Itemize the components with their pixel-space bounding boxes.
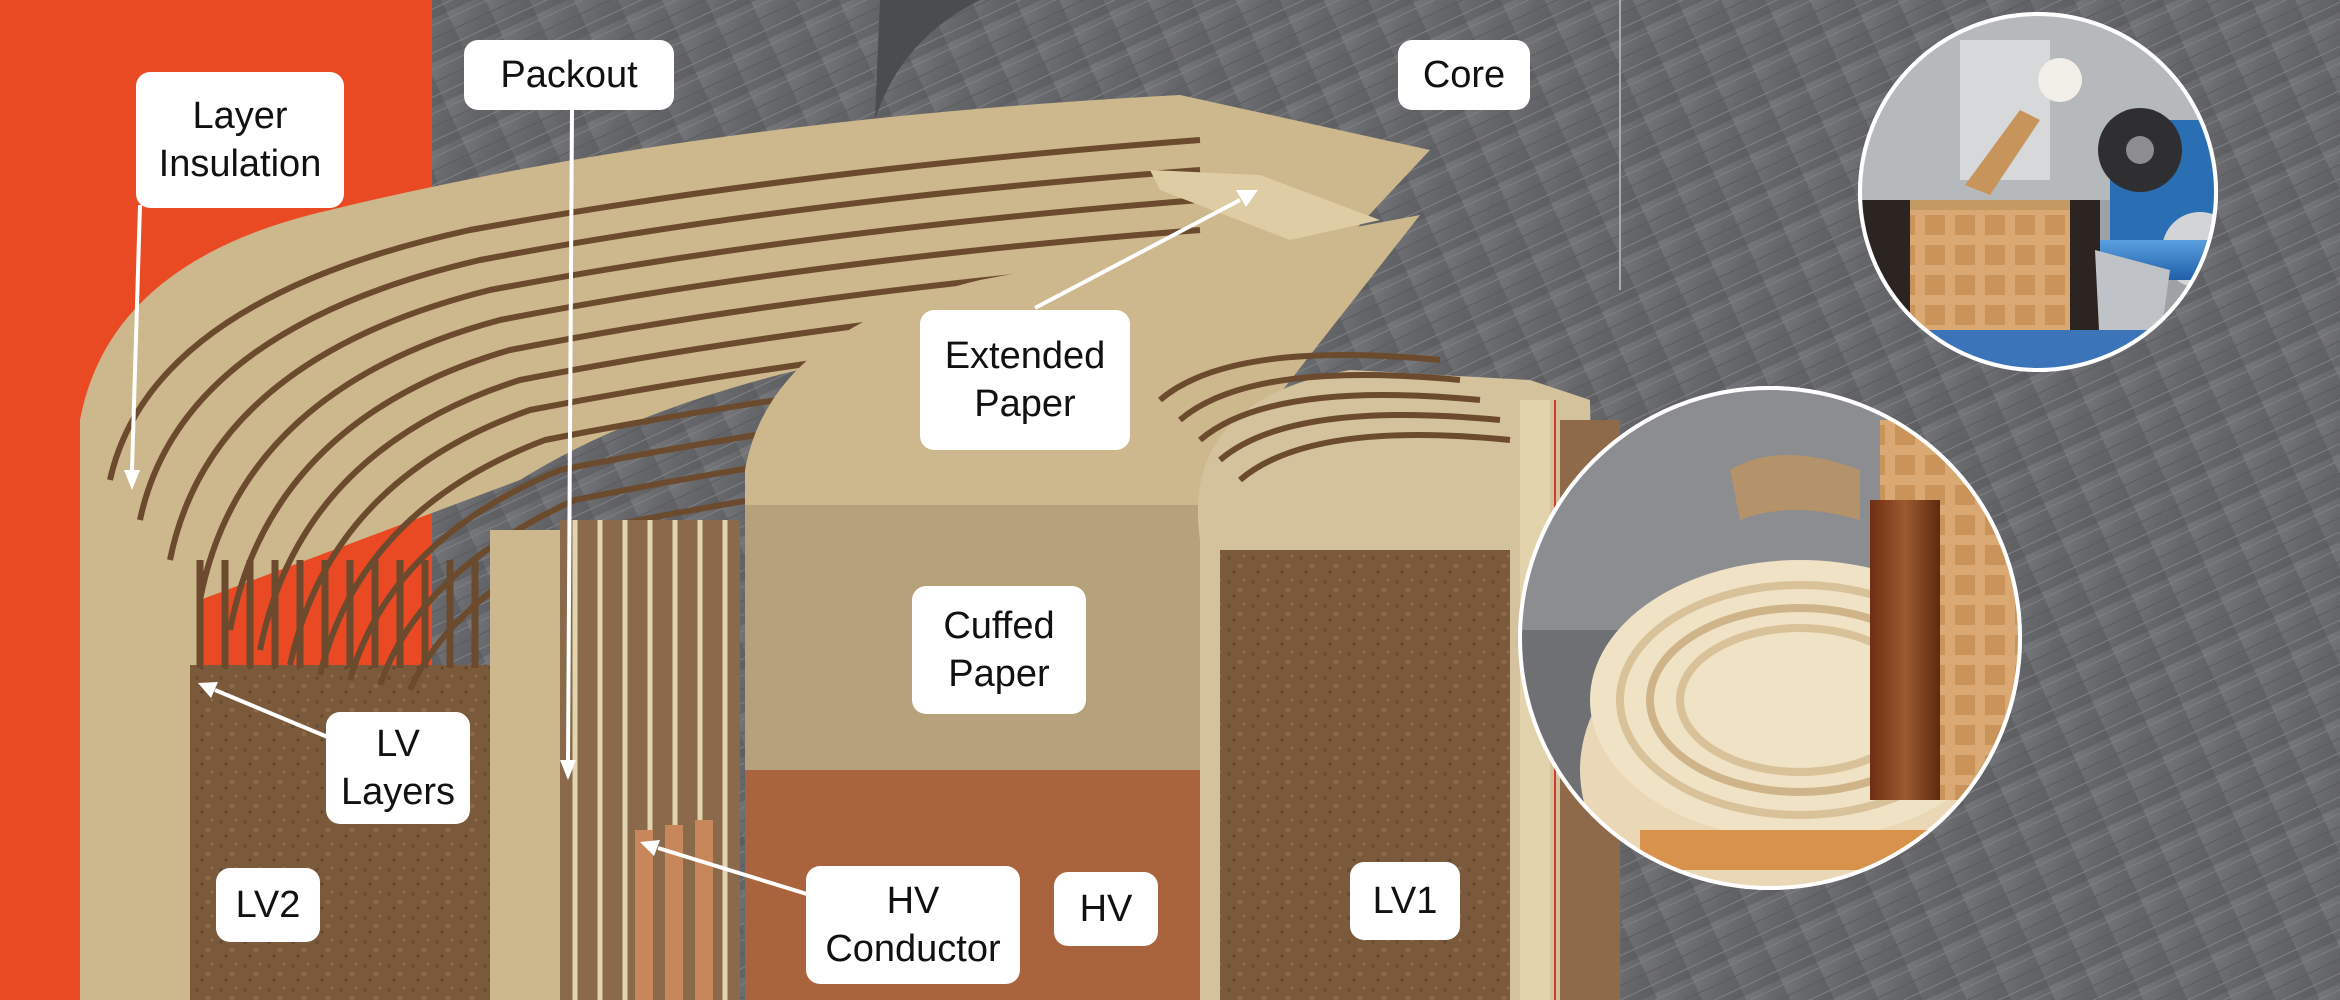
label-lv2: LV2 [216,868,320,942]
label-lv1-text: LV1 [1372,880,1438,922]
label-layer-insulation-line1: Layer [192,95,288,137]
label-extended-paper-line2: Paper [974,383,1076,425]
label-core-text: Core [1422,54,1506,96]
arrow-hv-conductor [657,846,811,897]
arrowhead-layer-insulation [124,470,140,490]
label-packout: Packout [464,40,674,110]
arrow-lv-layers [214,688,331,740]
arrowhead-lv-layers [198,682,218,698]
label-core: Core [1398,40,1530,110]
arrowhead-extended-paper [1236,190,1258,207]
label-lv-layers: LV Layers [326,712,470,824]
label-hv: HV [1054,872,1158,946]
extended-paper-tab [1150,170,1380,240]
label-layer-insulation: Layer Insulation [136,72,344,208]
label-hv-conductor-line1: HV [886,880,940,922]
label-layer-insulation-line2: Insulation [158,143,322,185]
arrow-extended-paper [1034,198,1241,310]
arrow-layer-insulation [130,204,142,471]
label-lv2-text: LV2 [235,884,301,926]
label-hv-conductor: HV Conductor [806,866,1020,984]
label-cuffed-paper-line1: Cuffed [943,605,1055,647]
arrowhead-hv-conductor [640,840,660,856]
lv-layer-stubs [196,560,479,668]
label-lv-layers-line2: Layers [340,771,456,813]
label-hv-text: HV [1079,888,1133,930]
label-cuffed-paper-line2: Paper [948,653,1050,695]
arrowhead-packout [560,760,576,780]
label-lv1: LV1 [1350,862,1460,940]
label-packout-text: Packout [500,54,638,96]
callout-arrows [124,109,1258,897]
lv1-layer-arcs [1158,352,1511,483]
winding-machine-photo-inset [1858,12,2218,372]
label-cuffed-paper: Cuffed Paper [912,586,1086,714]
label-hv-conductor-line2: Conductor [825,928,1001,970]
core-shadow [875,0,980,120]
label-extended-paper: Extended Paper [920,310,1130,450]
label-extended-paper-line1: Extended [944,335,1106,377]
arrow-packout [566,109,574,761]
label-lv-layers-line1: LV [376,723,420,765]
